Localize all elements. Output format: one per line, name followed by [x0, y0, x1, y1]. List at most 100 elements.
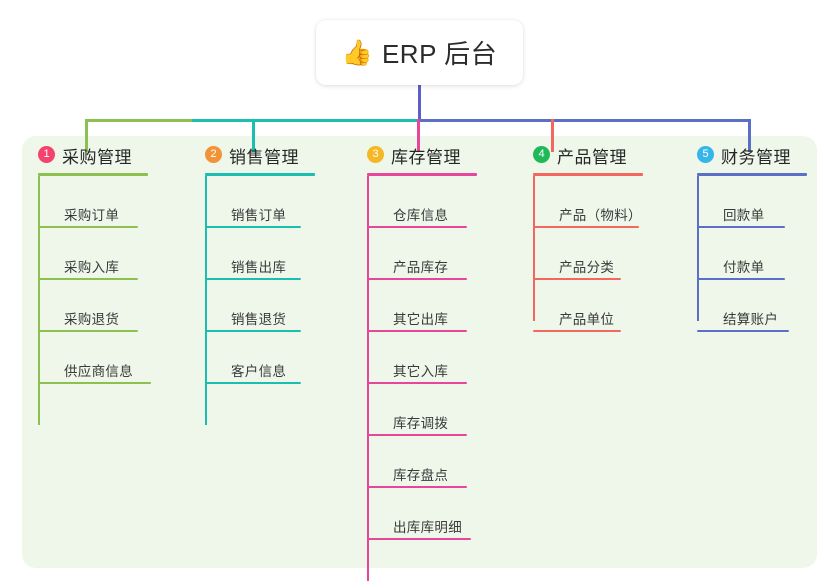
- branch-title-3: 库存管理: [391, 148, 461, 167]
- branch-badge-2: 2: [205, 146, 222, 163]
- branch-column-5: 5 财务管理 回款单 付款单 结算账户: [697, 143, 807, 332]
- leaf-item[interactable]: 付款单: [697, 228, 785, 280]
- leaf-label: 客户信息: [231, 364, 287, 379]
- root-title: ERP 后台: [381, 39, 498, 69]
- branch-badge-1: 1: [38, 146, 55, 163]
- leaf-rule: [38, 330, 138, 332]
- leaf-item[interactable]: 供应商信息: [38, 332, 151, 384]
- bus-segment-3: [418, 119, 751, 122]
- leaf-item[interactable]: 产品单位: [533, 280, 621, 332]
- leaf-rule: [367, 486, 467, 488]
- leaf-label: 付款单: [723, 260, 765, 275]
- branch-spine-2: [205, 176, 207, 425]
- branch-title-2: 销售管理: [229, 148, 299, 167]
- branch-badge-4: 4: [533, 146, 550, 163]
- branch-column-4: 4 产品管理 产品（物料） 产品分类 产品单位: [533, 143, 643, 332]
- leaf-item[interactable]: 其它出库: [367, 280, 467, 332]
- root-node[interactable]: 👍 ERP 后台: [316, 20, 523, 85]
- leaf-label: 销售订单: [231, 208, 287, 223]
- leaf-item[interactable]: 销售出库: [205, 228, 301, 280]
- leaf-rule: [367, 434, 467, 436]
- leaf-rule: [205, 226, 301, 228]
- branch-spine-4: [533, 176, 535, 321]
- leaf-label: 销售出库: [231, 260, 287, 275]
- leaf-label: 产品（物料）: [559, 208, 642, 223]
- leaf-label: 产品分类: [559, 260, 615, 275]
- leaf-item[interactable]: 仓库信息: [367, 176, 467, 228]
- leaf-label: 其它入库: [393, 364, 449, 379]
- leaf-label: 回款单: [723, 208, 765, 223]
- leaf-label: 供应商信息: [64, 364, 133, 379]
- branch-title-1: 采购管理: [62, 148, 132, 167]
- leaf-label: 产品库存: [393, 260, 449, 275]
- leaf-label: 库存调拨: [393, 416, 449, 431]
- leaf-label: 采购入库: [64, 260, 120, 275]
- leaf-item[interactable]: 库存调拨: [367, 384, 467, 436]
- drop-connector-3: [417, 119, 420, 152]
- leaf-rule: [205, 330, 301, 332]
- branch-header-5[interactable]: 5 财务管理: [697, 143, 807, 181]
- leaf-item[interactable]: 采购订单: [38, 176, 138, 228]
- leaf-rule: [367, 382, 467, 384]
- leaf-rule: [205, 382, 301, 384]
- drop-connector-2: [252, 119, 255, 152]
- leaf-item[interactable]: 采购入库: [38, 228, 138, 280]
- leaf-item[interactable]: 采购退货: [38, 280, 138, 332]
- branch-rule-1: [38, 173, 148, 176]
- leaf-rule: [38, 226, 138, 228]
- leaf-item[interactable]: 销售退货: [205, 280, 301, 332]
- leaf-rule: [367, 226, 467, 228]
- root-trunk-connector: [418, 85, 421, 122]
- branch-column-3: 3 库存管理 仓库信息 产品库存 其它出库 其它入库 库存调拨 库存盘点: [367, 143, 477, 581]
- branch-rule-2: [205, 173, 315, 176]
- leaf-rule: [367, 278, 467, 280]
- leaf-label: 库存盘点: [393, 468, 449, 483]
- branch-column-2: 2 销售管理 销售订单 销售出库 销售退货 客户信息: [205, 143, 315, 425]
- leaf-rule: [367, 538, 471, 540]
- leaf-rule: [38, 278, 138, 280]
- leaf-item[interactable]: 结算账户: [697, 280, 789, 332]
- leaf-item[interactable]: 销售订单: [205, 176, 301, 228]
- leaf-item[interactable]: 产品库存: [367, 228, 467, 280]
- leaf-label: 出库库明细: [393, 520, 462, 535]
- leaf-item[interactable]: 出库库明细: [367, 488, 471, 540]
- leaf-rule: [533, 226, 639, 228]
- drop-connector-1: [85, 119, 88, 152]
- drop-connector-4: [551, 119, 554, 152]
- leaf-rule: [205, 278, 301, 280]
- branch-badge-3: 3: [367, 146, 384, 163]
- branch-header-4[interactable]: 4 产品管理: [533, 143, 643, 181]
- leaf-rule: [367, 330, 467, 332]
- leaf-item[interactable]: 其它入库: [367, 332, 467, 384]
- leaf-rule: [38, 382, 151, 384]
- leaf-label: 产品单位: [559, 312, 615, 327]
- branch-header-1[interactable]: 1 采购管理: [38, 143, 148, 181]
- leaf-label: 结算账户: [723, 312, 779, 327]
- leaf-item[interactable]: 产品（物料）: [533, 176, 642, 228]
- branch-rule-4: [533, 173, 643, 176]
- branch-title-5: 财务管理: [721, 148, 791, 167]
- thumbs-up-icon: 👍: [341, 38, 373, 67]
- content-panel: [22, 136, 817, 568]
- branch-spine-1: [38, 176, 40, 425]
- leaf-label: 仓库信息: [393, 208, 449, 223]
- leaf-label: 其它出库: [393, 312, 449, 327]
- branch-badge-5: 5: [697, 146, 714, 163]
- leaf-rule: [533, 278, 621, 280]
- leaf-item[interactable]: 客户信息: [205, 332, 301, 384]
- branch-header-3[interactable]: 3 库存管理: [367, 143, 477, 181]
- leaf-label: 销售退货: [231, 312, 287, 327]
- branch-header-2[interactable]: 2 销售管理: [205, 143, 315, 181]
- leaf-item[interactable]: 产品分类: [533, 228, 621, 280]
- bus-segment-1: [85, 119, 193, 122]
- branch-rule-5: [697, 173, 807, 176]
- leaf-item[interactable]: 库存盘点: [367, 436, 467, 488]
- leaf-label: 采购订单: [64, 208, 120, 223]
- leaf-label: 采购退货: [64, 312, 120, 327]
- branch-title-4: 产品管理: [557, 148, 627, 167]
- leaf-rule: [697, 226, 785, 228]
- leaf-rule: [697, 278, 785, 280]
- branch-spine-3: [367, 176, 369, 581]
- leaf-item[interactable]: 回款单: [697, 176, 785, 228]
